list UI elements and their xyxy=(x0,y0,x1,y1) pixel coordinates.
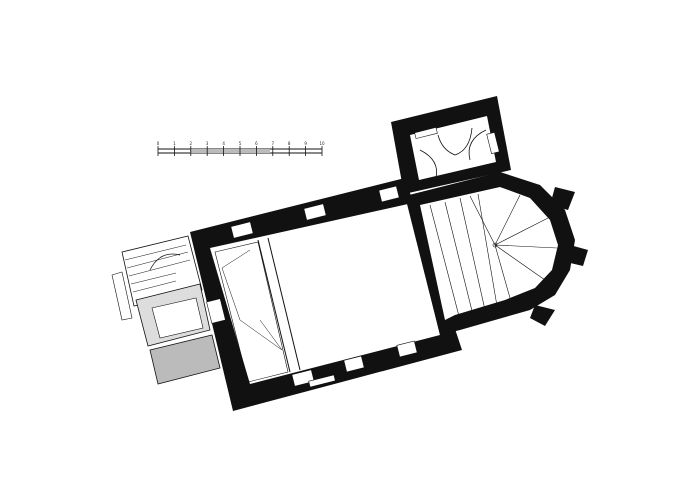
scale-tick-label: 9 xyxy=(304,141,307,146)
scale-tick-label: 2 xyxy=(190,141,193,146)
scale-tick-label: 1 xyxy=(173,141,176,146)
scale-tick-label: 3 xyxy=(206,141,209,146)
apse xyxy=(405,172,588,335)
tower xyxy=(391,96,511,194)
nave xyxy=(190,178,462,411)
scale-tick-label: 0 xyxy=(157,141,160,146)
scale-bar: 0 1 2 3 4 5 6 7 8 9 10 xyxy=(157,141,325,156)
scale-tick-label: 10 xyxy=(319,141,325,146)
scale-tick-label: 8 xyxy=(288,141,291,146)
scale-tick-label: 7 xyxy=(272,141,275,146)
scale-tick-label: 4 xyxy=(222,141,225,146)
porch-stairs xyxy=(111,235,221,385)
scale-tick-label: 6 xyxy=(255,141,258,146)
scale-tick-label: 5 xyxy=(239,141,242,146)
